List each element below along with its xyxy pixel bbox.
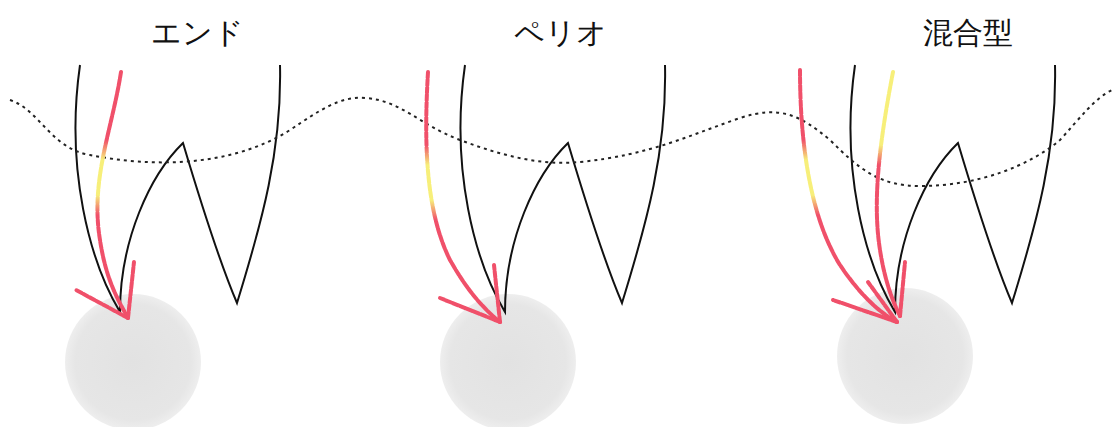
tooth-outline — [461, 65, 666, 312]
gum-line — [10, 90, 1112, 186]
panel-heading: エンド — [151, 16, 244, 49]
infection-arrow — [800, 70, 905, 322]
infection-arrow — [76, 72, 134, 318]
lesion-circle — [65, 294, 201, 427]
infection-arrow — [426, 72, 500, 322]
panel-heading: ペリオ — [514, 16, 607, 49]
lesion-circle — [440, 294, 576, 427]
tooth-outline — [851, 65, 1056, 312]
panel-heading: 混合型 — [923, 16, 1013, 49]
